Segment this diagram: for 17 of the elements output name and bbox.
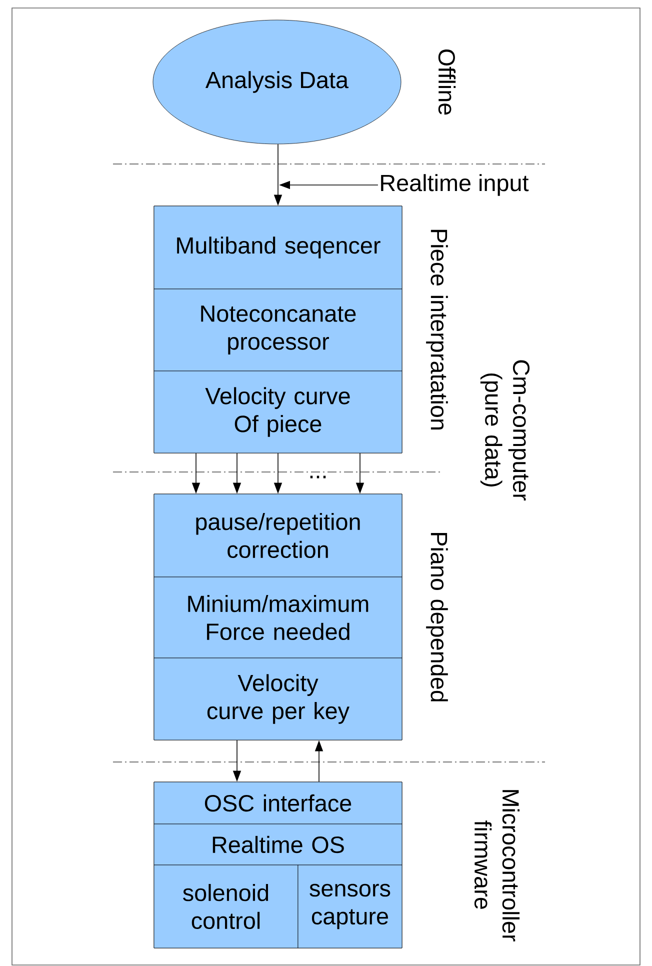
section-label: Offline: [438, 50, 456, 115]
process-box: Multiband seqencer: [154, 206, 402, 290]
process-box: sensors capture: [298, 864, 402, 948]
process-box: Minium/maximum Force needed: [154, 576, 402, 658]
process-box: OSC interface: [154, 782, 402, 824]
layer-label: Microcontroller firmware: [474, 790, 520, 942]
process-box: Noteconcanate processor: [154, 288, 402, 372]
section-label: ...: [310, 476, 326, 478]
layer-label: Piano depended: [426, 533, 448, 702]
process-box: Realtime OS: [154, 824, 402, 866]
input-label: Realtime input: [381, 174, 529, 196]
section-label: Cm-computer (pure data): [480, 360, 530, 500]
layer-label: Piece interpratation: [426, 230, 448, 430]
process-box: Velocity curve per key: [154, 658, 402, 740]
process-box: pause/repetition correction: [154, 494, 402, 578]
process-box: solenoid control: [154, 864, 298, 948]
process-box: Velocity curve Of piece: [154, 370, 402, 454]
